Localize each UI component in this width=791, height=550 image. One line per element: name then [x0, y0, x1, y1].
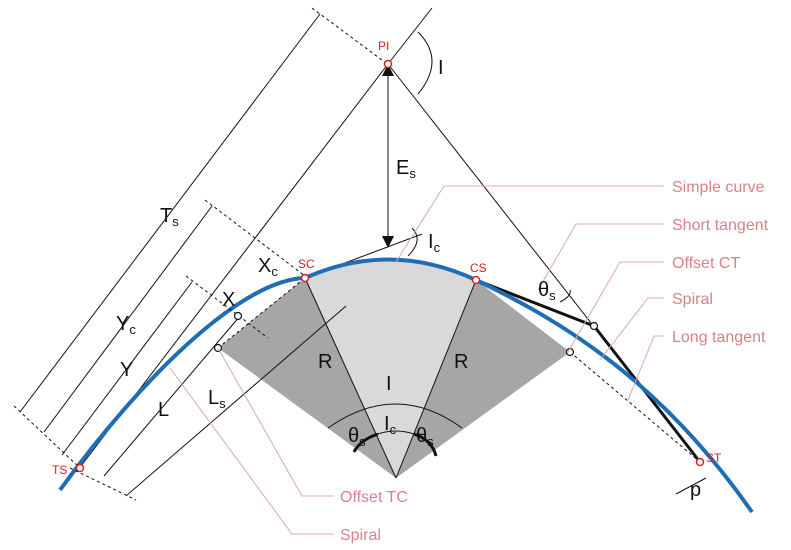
yc-dimension-line: [43, 205, 213, 433]
leader-simple-curve: [395, 185, 664, 263]
simple-curve-sector: [305, 259, 476, 478]
xc-label: Xc: [258, 255, 278, 279]
theta-left-label: θs: [348, 425, 366, 449]
ts-marker: [75, 463, 85, 473]
ts-bottom-extension: [69, 467, 137, 501]
callout-spiral-right: Spiral: [672, 291, 713, 308]
ic-top-label: Ic: [428, 231, 441, 255]
sc-marker: [300, 273, 310, 283]
spiral-sector-right: [396, 280, 570, 478]
x-marker: [233, 311, 243, 321]
y-label: Y: [120, 359, 133, 381]
theta-cs-arc: [559, 289, 571, 303]
r-right-label: R: [454, 351, 468, 373]
ic-center-label: Ic: [384, 413, 397, 437]
theta-cs-label: θs: [538, 279, 556, 303]
theta-right-label: θs: [416, 425, 434, 449]
x-label: X: [222, 289, 235, 311]
leader-offset-ct: [567, 261, 664, 353]
callout-offset-tc: Offset TC: [340, 489, 408, 506]
p-label: p: [690, 479, 701, 501]
i-center-label: I: [386, 373, 392, 395]
leader-spiral-right: [599, 297, 664, 361]
yc-label: Yc: [116, 313, 136, 337]
es-label: Es: [396, 157, 416, 181]
l-label: L: [158, 399, 169, 421]
sc-label: SC: [298, 257, 315, 271]
ts-extension-top: [311, 7, 391, 67]
y-dimension-line: [61, 281, 193, 456]
spiral-curve-path: [58, 257, 754, 514]
es-arrowhead: [382, 236, 394, 248]
st-label: ST: [706, 451, 722, 465]
callout-spiral-bottom: Spiral: [340, 527, 381, 544]
i-center-arc: [327, 403, 463, 429]
p-dimension-line: [675, 477, 707, 495]
l-dimension-line: [103, 315, 241, 477]
ls-dimension-line: [125, 305, 347, 497]
pi-marker: [383, 59, 393, 69]
i-angle-arc: [417, 31, 433, 95]
callout-long-tangent: Long tangent: [672, 329, 766, 346]
ts-length-label: Ts: [160, 205, 179, 229]
tangent-extension-line: [387, 7, 433, 65]
ic-center-arc: [377, 430, 415, 435]
cs-marker: [471, 275, 481, 285]
cs-label: CS: [470, 261, 487, 275]
radius-line-right: [395, 279, 477, 479]
ts-dimension-line: [19, 13, 321, 413]
ls-label: Ls: [208, 387, 226, 411]
short-tangent-marker: [589, 321, 599, 331]
y-extension-top: [185, 275, 269, 339]
leader-long-tangent: [627, 335, 664, 401]
ts-extension-bottom: [13, 405, 81, 469]
leader-offset-tc: [217, 347, 334, 497]
radius-line-left: [304, 277, 397, 479]
es-arrowhead-top: [382, 64, 394, 76]
theta-arc-right: [413, 432, 438, 457]
st-marker: [695, 457, 705, 467]
callout-offset-ct: Offset CT: [672, 255, 740, 272]
r-left-label: R: [318, 351, 332, 373]
callout-short-tangent: Short tangent: [672, 217, 769, 234]
leader-short-tangent: [537, 223, 664, 291]
callout-simple-curve: Simple curve: [672, 179, 765, 196]
leader-spiral-bottom: [169, 367, 334, 535]
i-angle-label: I: [438, 57, 444, 79]
yc-extension-top: [204, 199, 306, 277]
offset-dotted-line: [569, 351, 701, 463]
offset-ct-marker: [565, 347, 575, 357]
offset-dotted-line-left: [217, 277, 306, 349]
theta-arc-left: [352, 432, 379, 453]
spiral-sector-left: [218, 278, 396, 478]
ts-label: TS: [52, 463, 67, 477]
ic-top-arc: [407, 227, 418, 257]
pi-label: PI: [378, 39, 389, 53]
